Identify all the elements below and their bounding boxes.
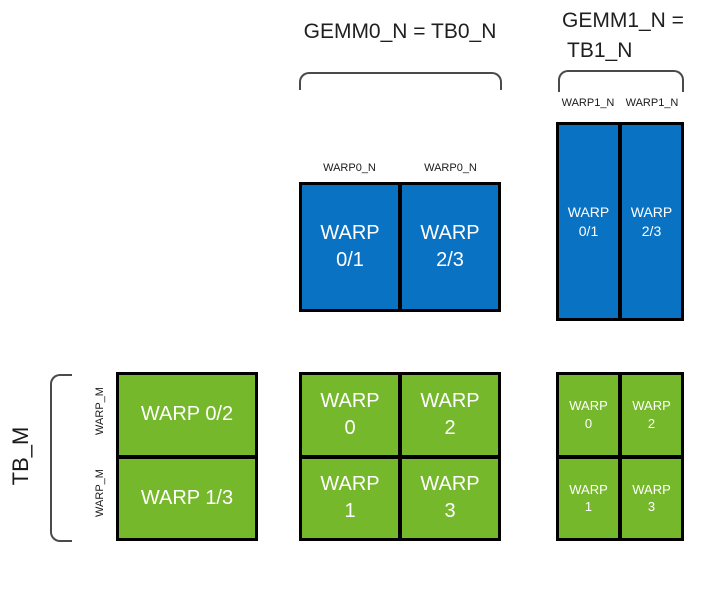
gemm1-warp-tile: WARP 0 WARP 2 WARP 1 WARP 3: [556, 372, 684, 541]
gemm0-n-heading: GEMM0_N = TB0_N: [303, 20, 497, 43]
gemm1-n-bracket: [558, 70, 684, 92]
gemm0-tile-warp-0: WARP 0: [302, 375, 398, 455]
gemm0-accumulator-tile: WARP 0/1 WARP 2/3: [299, 182, 501, 312]
a-operand-tile: WARP 0/2 WARP 1/3: [116, 372, 258, 541]
warp-m-label-bottom: WARP_M: [94, 469, 106, 517]
gemm0-tile-warp-3: WARP 3: [402, 458, 498, 538]
gemm1-tile-warp-2: WARP 2: [622, 375, 681, 455]
gemm1-acc-warp-0-1: WARP 0/1: [559, 125, 618, 318]
tb-m-bracket: [50, 374, 72, 542]
gemm0-n-bracket: [299, 72, 502, 90]
gemm1-acc-warp-2-3: WARP 2/3: [622, 125, 681, 318]
gemm1-tile-warp-0: WARP 0: [559, 375, 618, 455]
warp-m-label-top: WARP_M: [94, 387, 106, 435]
tb-m-axis-label: TB_M: [8, 426, 33, 486]
gemm1-tile-warp-1: WARP 1: [559, 458, 618, 538]
warp1-n-labels: WARP1_N WARP1_N: [556, 97, 684, 109]
a-tile-warp-1-3: WARP 1/3: [119, 458, 255, 538]
gemm0-tile-warp-2: WARP 2: [402, 375, 498, 455]
warp0-n-label-left: WARP0_N: [323, 162, 376, 174]
gemm1-tile-warp-3: WARP 3: [622, 458, 681, 538]
warp1-n-label-left: WARP1_N: [561, 97, 615, 109]
warp0-n-label-right: WARP0_N: [424, 162, 477, 174]
gemm0-acc-warp-2-3: WARP 2/3: [402, 185, 498, 309]
gemm1-n-heading: GEMM1_N = TB1_N: [562, 6, 712, 66]
gemm0-tile-warp-1: WARP 1: [302, 458, 398, 538]
gemm1-n-heading-line2: TB1_N: [567, 39, 633, 62]
gemm1-n-heading-line1: GEMM1_N =: [562, 9, 684, 32]
gemm0-acc-warp-0-1: WARP 0/1: [302, 185, 398, 309]
a-tile-warp-0-2: WARP 0/2: [119, 375, 255, 455]
warp0-n-labels: WARP0_N WARP0_N: [299, 162, 501, 174]
warp1-n-label-right: WARP1_N: [625, 97, 679, 109]
gemm1-accumulator-tile: WARP 0/1 WARP 2/3: [556, 122, 684, 321]
gemm0-warp-tile: WARP 0 WARP 2 WARP 1 WARP 3: [299, 372, 501, 541]
